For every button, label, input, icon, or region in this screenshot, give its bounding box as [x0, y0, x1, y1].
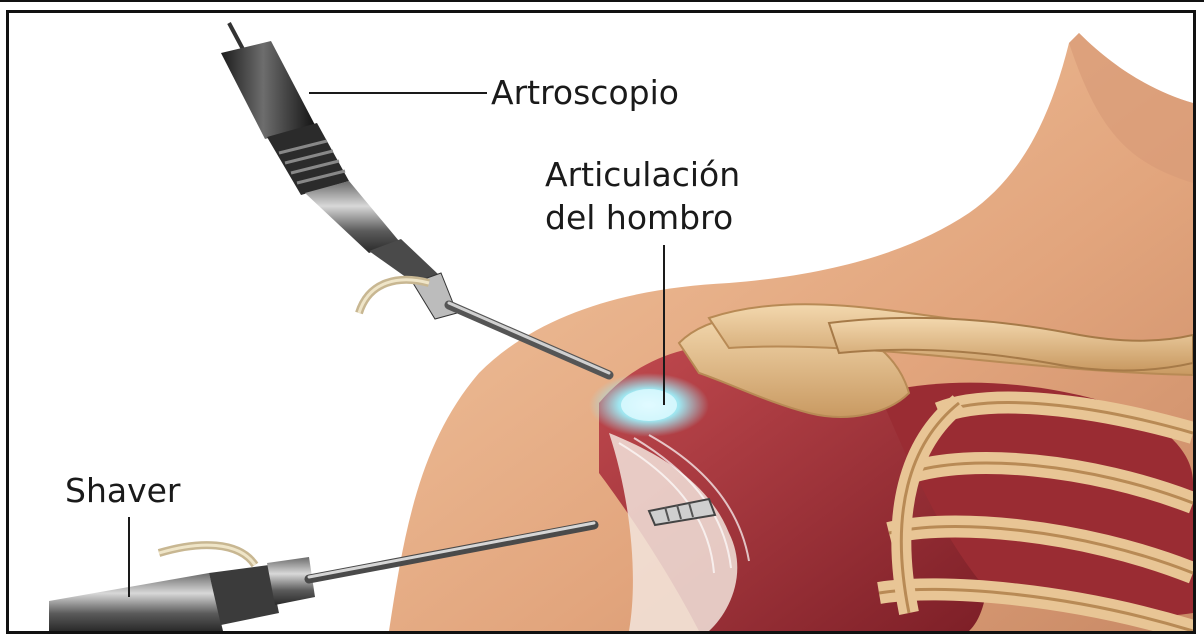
top-rule	[0, 0, 1204, 2]
label-joint-line2: del hombro	[545, 198, 733, 238]
illustration-panel: Artroscopio Articulación del hombro Shav…	[6, 10, 1196, 634]
label-arthroscope: Artroscopio	[491, 73, 679, 113]
label-shaver: Shaver	[65, 471, 180, 511]
label-joint-line1: Articulación	[545, 155, 740, 195]
